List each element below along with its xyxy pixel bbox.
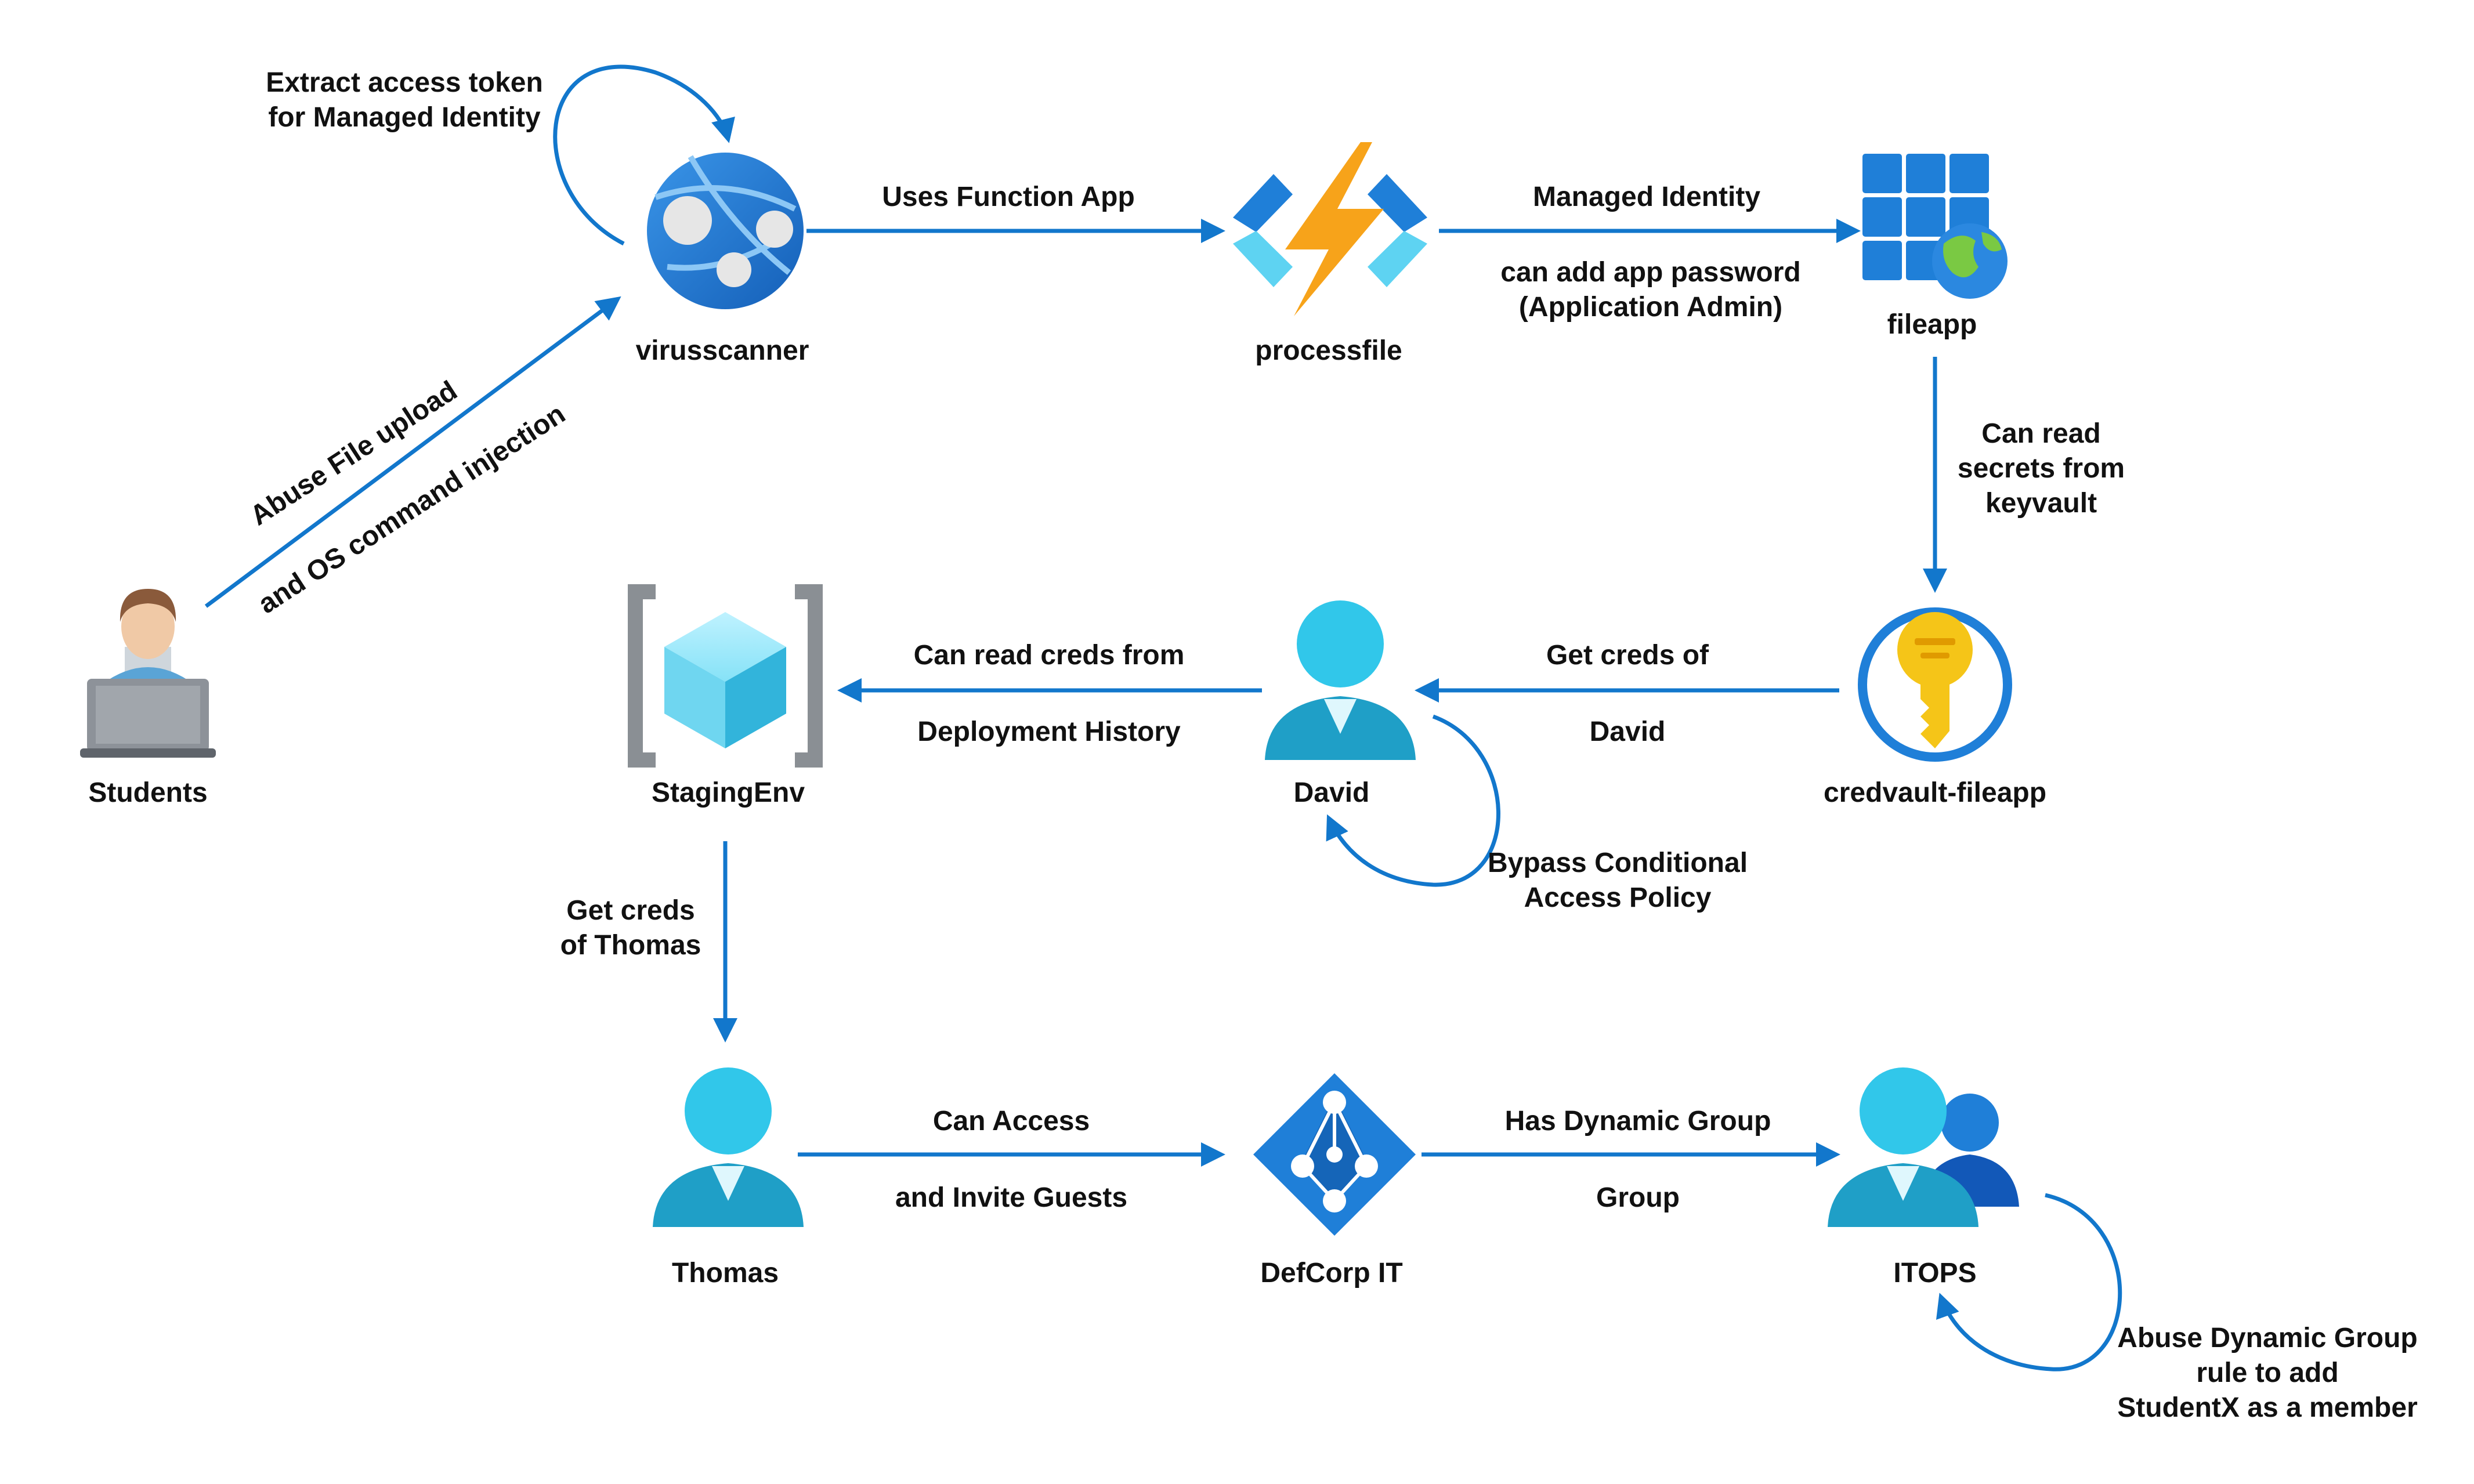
node-label-fileapp: fileapp	[1887, 309, 1977, 340]
edge-label-defcorp-itops-1: Has Dynamic Group	[1504, 1106, 1771, 1136]
edge-label-thomas-defcorp-1: Can Access	[932, 1106, 1090, 1136]
itops-icon	[1828, 1067, 2019, 1227]
defcorp-icon	[1253, 1073, 1416, 1236]
node-label-credvault: credvault-fileapp	[1823, 777, 2047, 808]
edge-label-david-self-1: Bypass Conditional	[1487, 848, 1748, 878]
node-label-defcorp: DefCorp IT	[1260, 1258, 1403, 1288]
node-label-processfile: processfile	[1255, 335, 1402, 366]
stagingenv-icon	[628, 584, 823, 768]
edge-label-staging-thomas-1: Get creds	[566, 895, 695, 926]
edge-label-itops-self-1: Abuse Dynamic Group	[2117, 1323, 2418, 1353]
edge-label-itops-self-3: StudentX as a member	[2117, 1392, 2418, 1423]
edge-label-credvault-david-2: David	[1589, 716, 1666, 747]
node-label-students: Students	[88, 777, 208, 808]
fileapp-icon	[1862, 154, 2008, 299]
node-label-virusscanner: virusscanner	[635, 335, 809, 366]
node-label-stagingenv: StagingEnv	[651, 777, 805, 808]
edge-students-virusscanner	[204, 296, 621, 608]
edge-label-david-staging-1: Can read creds from	[913, 640, 1185, 671]
credvault-icon	[1858, 607, 2012, 762]
edge-label-processfile-fileapp-2: can add app password	[1500, 257, 1801, 288]
students-icon	[80, 589, 216, 758]
edge-label-virusscanner-self-1: Extract access token	[266, 67, 543, 98]
edge-label-thomas-defcorp-2: and Invite Guests	[895, 1182, 1128, 1213]
virusscanner-icon	[647, 153, 804, 309]
edge-label-defcorp-itops-2: Group	[1596, 1182, 1680, 1213]
edge-label-staging-thomas-2: of Thomas	[560, 930, 701, 961]
edge-david-self	[1326, 714, 1500, 887]
edge-itops-self	[1936, 1193, 2122, 1371]
node-label-itops: ITOPS	[1893, 1258, 1977, 1288]
edge-virusscanner-self	[553, 64, 735, 246]
david-icon	[1265, 600, 1416, 760]
edge-label-david-staging-2: Deployment History	[917, 716, 1181, 747]
node-label-thomas: Thomas	[671, 1258, 779, 1288]
edge-label-virusscanner-self-2: for Managed Identity	[268, 102, 541, 133]
edge-label-fileapp-credvault-3: keyvault	[1985, 488, 2097, 519]
edges	[204, 64, 2122, 1371]
edge-label-david-self-2: Access Policy	[1524, 882, 1712, 913]
edge-label-virusscanner-processfile: Uses Function App	[882, 182, 1135, 212]
thomas-icon	[653, 1067, 804, 1227]
processfile-icon	[1233, 142, 1427, 316]
node-label-david: David	[1293, 777, 1370, 808]
edge-label-fileapp-credvault-1: Can read	[1981, 418, 2101, 449]
edge-label-processfile-fileapp-1: Managed Identity	[1532, 182, 1761, 212]
edge-label-itops-self-2: rule to add	[2196, 1358, 2339, 1388]
edge-label-fileapp-credvault-2: secrets from	[1957, 453, 2125, 484]
edge-label-credvault-david-1: Get creds of	[1546, 640, 1709, 671]
edge-label-processfile-fileapp-3: (Application Admin)	[1518, 292, 1783, 323]
